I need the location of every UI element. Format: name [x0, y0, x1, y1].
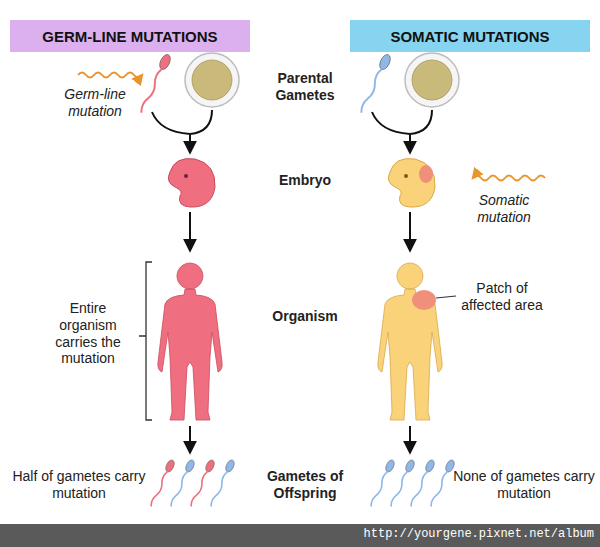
arrow [409, 426, 411, 452]
arrow [189, 426, 191, 452]
egg [405, 53, 459, 107]
sperm [208, 459, 236, 508]
watermark: http://yourgene.pixnet.net/album [300, 527, 594, 541]
egg [185, 53, 239, 107]
note-label: Patch of affected area [460, 280, 544, 314]
leader-line [436, 296, 456, 298]
embryo-eye [404, 174, 408, 178]
header-text: GERM-LINE MUTATIONS [42, 28, 217, 45]
column-header: SOMATIC MUTATIONS [350, 20, 590, 52]
header-text: SOMATIC MUTATIONS [390, 28, 549, 45]
sperm [357, 53, 392, 115]
mutation-patch [419, 165, 433, 183]
mutation-label: Somatic mutation [462, 192, 546, 226]
human-figure [378, 263, 442, 420]
embryo [168, 159, 215, 208]
arrow [409, 212, 411, 250]
bracket [139, 262, 152, 420]
footer-bar [0, 524, 600, 547]
sperm [428, 459, 456, 508]
note-label: Half of gametes carry mutation [6, 468, 152, 502]
mutation-label: Germ-line mutation [58, 86, 132, 120]
sperm [137, 53, 172, 115]
stage-label: Parental Gametes [255, 70, 355, 104]
stage-label: Gametes of Offspring [250, 468, 360, 502]
note-label: None of gametes carry mutation [452, 468, 596, 502]
radiation-wave [473, 176, 545, 181]
note-label: Entire organism carries the mutation [40, 300, 136, 367]
column-header: GERM-LINE MUTATIONS [10, 20, 250, 52]
radiation-wave [78, 73, 142, 78]
arrow [189, 212, 191, 250]
arrow [372, 110, 432, 152]
stage-label: Embryo [255, 172, 355, 189]
mutation-patch [412, 290, 436, 310]
embryo-eye [184, 174, 188, 178]
arrow [152, 110, 212, 152]
embryo [388, 159, 435, 208]
human-figure [158, 263, 222, 420]
stage-label: Organism [255, 308, 355, 325]
